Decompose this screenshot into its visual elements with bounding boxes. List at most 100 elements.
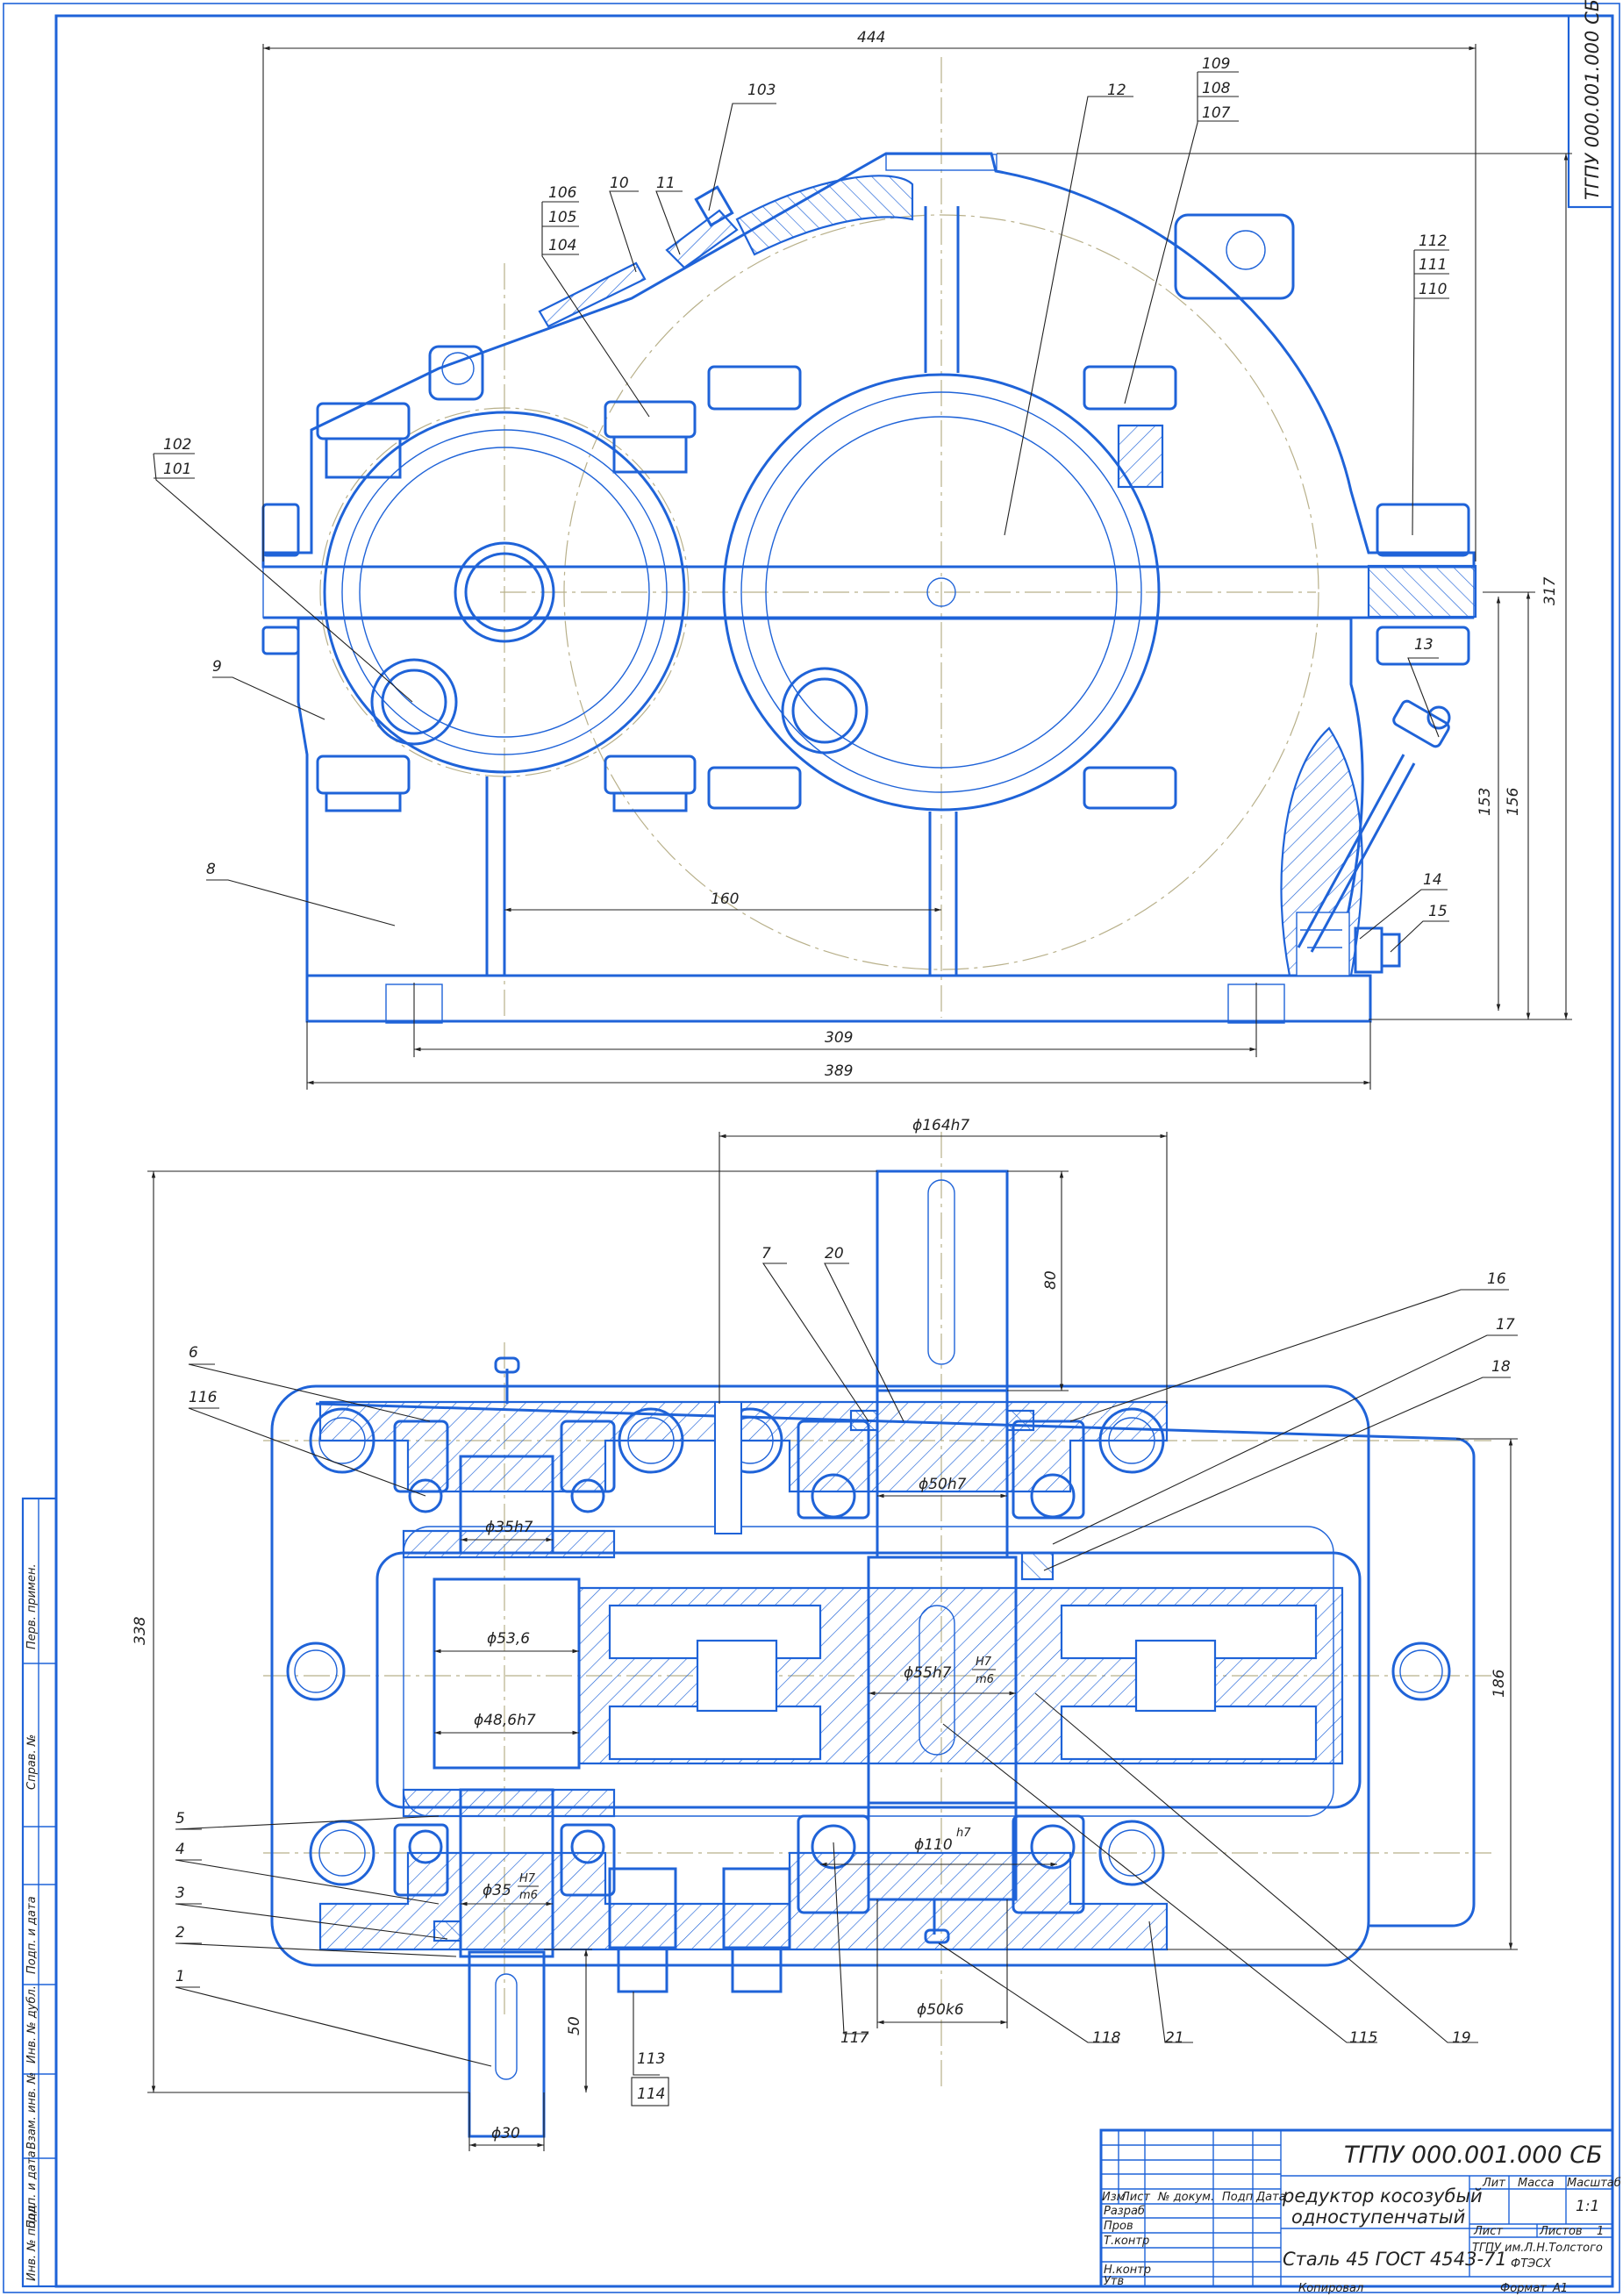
tb-col-list: Лист — [1120, 2191, 1150, 2204]
tb-org-2: ФТЭСХ — [1511, 2257, 1552, 2271]
dim-444: 444 — [857, 29, 885, 46]
callout-8: 8 — [206, 861, 216, 878]
dim-phi48-6: ϕ48,6h7 — [474, 1712, 536, 1729]
tb-scale-value: 1:1 — [1576, 2198, 1599, 2215]
callout-118: 118 — [1092, 2029, 1121, 2047]
tb-lit: Лит — [1482, 2177, 1505, 2190]
front-callouts: 103 12 109 108 107 106 105 104 10 11 — [153, 55, 1449, 953]
callout-111: 111 — [1419, 256, 1447, 274]
tb-name-1: редуктор косозубый — [1282, 2185, 1483, 2207]
tb-row-tkontr: Т.контр — [1104, 2235, 1149, 2248]
tb-col-izm: Изм — [1102, 2191, 1126, 2204]
dim-389: 389 — [825, 1062, 853, 1080]
callout-109: 109 — [1202, 55, 1230, 73]
title-block: ТГПУ 000.001.000 СБ редуктор косозубый о… — [1099, 2128, 1621, 2295]
callout-115: 115 — [1349, 2029, 1377, 2047]
dim-160: 160 — [711, 891, 739, 908]
drawing-frame — [3, 3, 1620, 2293]
callout-15: 15 — [1428, 903, 1448, 920]
fit-H7-a: H7 — [976, 1656, 992, 1669]
tb-col-sign: Подп — [1222, 2191, 1254, 2204]
tb-row-utv: Утв — [1104, 2275, 1124, 2288]
tb-mass: Масса — [1518, 2177, 1554, 2190]
callout-104: 104 — [548, 237, 576, 254]
callout-101: 101 — [163, 461, 191, 478]
tb-row-prov: Пров — [1104, 2220, 1133, 2233]
fit-m6-a: m6 — [976, 1673, 994, 1686]
callout-5: 5 — [175, 1810, 185, 1828]
dim-phi30: ϕ30 — [491, 2125, 520, 2142]
callout-6: 6 — [189, 1344, 198, 1362]
side-podp-data-2: Подп. и дата — [25, 2150, 39, 2228]
tb-sheets-value: 1 — [1597, 2225, 1604, 2238]
fit-H7-c: H7 — [519, 1872, 536, 1885]
side-strip: Перв. примен. Справ. № Подп. и дата Инв.… — [21, 1497, 58, 2288]
callout-12: 12 — [1107, 82, 1126, 99]
callout-114: 114 — [637, 2085, 665, 2103]
side-podp-data-1: Подп. и дата — [25, 1896, 39, 1974]
callout-11: 11 — [656, 175, 676, 192]
callout-107: 107 — [1202, 104, 1231, 122]
dim-phi55h7: ϕ55h7 — [904, 1664, 952, 1682]
dim-phi35h7: ϕ35h7 — [485, 1519, 533, 1536]
tb-scale-label: Масштаб — [1567, 2177, 1621, 2190]
front-view: 444 160 309 389 317 156 153 103 12 — [153, 29, 1572, 1090]
side-inv-podl: Инв. № подл. — [25, 2202, 39, 2281]
callout-4: 4 — [175, 1841, 185, 1858]
callout-9: 9 — [212, 658, 222, 676]
dim-317: 317 — [1541, 576, 1559, 605]
callout-103: 103 — [747, 82, 776, 99]
frame-stamp: ТГПУ 000.001.000 СБ — [1567, 0, 1614, 209]
dim-186: 186 — [1491, 1669, 1508, 1698]
dim-153: 153 — [1476, 788, 1494, 816]
fit-m6-c: m6 — [519, 1889, 538, 1902]
callout-110: 110 — [1419, 281, 1447, 298]
callout-113: 113 — [637, 2050, 665, 2068]
callout-18: 18 — [1491, 1358, 1511, 1376]
side-inv-dubl: Инв. № дубл. — [25, 1985, 39, 2064]
dim-phi50k6: ϕ50k6 — [917, 2001, 964, 2019]
callout-16: 16 — [1487, 1270, 1506, 1288]
frame-stamp-text: ТГПУ 000.001.000 СБ — [1582, 0, 1603, 200]
dim-phi35: ϕ35 — [483, 1882, 511, 1899]
callout-1: 1 — [175, 1968, 185, 1985]
tb-material: Сталь 45 ГОСТ 4543-71 — [1283, 2249, 1507, 2270]
callout-13: 13 — [1414, 636, 1434, 654]
callout-7: 7 — [761, 1245, 771, 1262]
callout-116: 116 — [189, 1389, 218, 1406]
dim-50: 50 — [566, 2016, 583, 2035]
dim-phi164h7: ϕ164h7 — [912, 1117, 969, 1134]
callout-106: 106 — [548, 184, 577, 202]
callout-112: 112 — [1419, 232, 1447, 250]
tb-sheet: Лист — [1473, 2225, 1503, 2238]
callout-105: 105 — [548, 209, 576, 226]
side-vzam-inv: Взам. инв. № — [25, 2072, 39, 2149]
callout-102: 102 — [163, 436, 191, 454]
tb-designation: ТГПУ 000.001.000 СБ — [1344, 2142, 1603, 2169]
tb-copied: Копировал — [1298, 2282, 1363, 2295]
callout-2: 2 — [175, 1924, 185, 1942]
callout-117: 117 — [840, 2029, 869, 2047]
callout-21: 21 — [1165, 2029, 1184, 2047]
tb-row-razrab: Разраб — [1104, 2205, 1145, 2218]
tb-row-nkontr: Н.контр — [1104, 2264, 1151, 2277]
dim-309: 309 — [825, 1029, 853, 1047]
dim-phi50h7: ϕ50h7 — [919, 1476, 967, 1493]
callout-10: 10 — [610, 175, 629, 192]
callout-14: 14 — [1423, 871, 1442, 889]
plan-view: ϕ164h7 80 338 186 50 ϕ30 ϕ50h7 ϕ35h7 ϕ53… — [132, 1117, 1518, 2151]
tb-format-label: Формат — [1500, 2282, 1547, 2295]
side-sprav: Справ. № — [25, 1735, 39, 1790]
fit-H7-b: h7 — [956, 1827, 971, 1840]
tb-col-doc: № докум. — [1157, 2191, 1214, 2204]
plan-callouts: 7 20 16 17 18 6 116 5 4 3 2 1 113 — [175, 1245, 1518, 2106]
callout-3: 3 — [175, 1885, 185, 1902]
tb-col-date: Дата — [1255, 2191, 1286, 2204]
tb-org-1: ТГПУ им.Л.Н.Толстого — [1472, 2242, 1603, 2255]
side-perv-primen: Перв. примен. — [25, 1563, 39, 1649]
callout-19: 19 — [1452, 2029, 1471, 2047]
callout-108: 108 — [1202, 80, 1231, 97]
dim-156: 156 — [1505, 787, 1522, 816]
tb-sheets: Листов — [1539, 2225, 1583, 2238]
